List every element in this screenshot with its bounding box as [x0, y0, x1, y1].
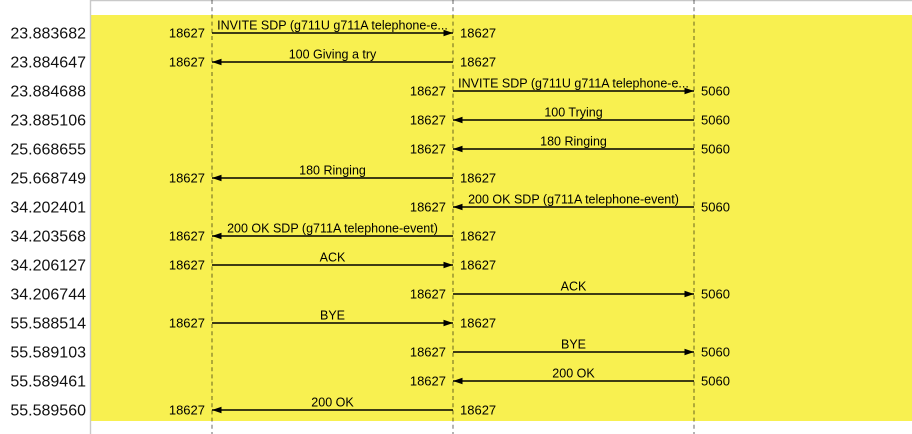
message-label: BYE: [561, 338, 586, 352]
arrowhead-icon: [443, 29, 453, 37]
timestamp-label: 55.589560: [10, 403, 86, 420]
port-label-left: 18627: [169, 403, 205, 418]
timestamp-label: 23.884688: [10, 84, 86, 101]
port-label-right: 5060: [701, 200, 730, 215]
port-label-right: 5060: [701, 84, 730, 99]
message-label: ACK: [320, 251, 346, 265]
arrowhead-icon: [453, 203, 463, 211]
port-label-left: 18627: [410, 345, 446, 360]
port-label-right: 18627: [460, 316, 496, 331]
timestamp-label: 34.203568: [10, 229, 86, 246]
arrowhead-icon: [212, 406, 222, 414]
message-row[interactable]: 25.668655 180 Ringing 18627 5060: [10, 135, 730, 159]
arrowhead-icon: [453, 145, 463, 153]
message-label: INVITE SDP (g711U g711A telephone-e...: [217, 19, 448, 33]
port-label-left: 18627: [169, 229, 205, 244]
message-row[interactable]: 55.589560 200 OK 18627 18627: [10, 396, 496, 420]
arrowhead-icon: [684, 348, 694, 356]
timestamp-label: 55.588514: [10, 316, 86, 333]
timestamp-label: 23.885106: [10, 113, 86, 130]
port-label-right: 18627: [460, 229, 496, 244]
port-label-right: 5060: [701, 287, 730, 302]
timestamp-label: 34.206744: [10, 287, 86, 304]
timestamp-label: 34.206127: [10, 258, 86, 275]
message-row[interactable]: 55.588514 BYE 18627 18627: [10, 309, 496, 333]
port-label-left: 18627: [169, 316, 205, 331]
port-label-right: 5060: [701, 374, 730, 389]
message-label: ACK: [561, 280, 587, 294]
message-row[interactable]: 23.884688 INVITE SDP (g711U g711A telepho…: [10, 77, 730, 101]
arrowhead-icon: [212, 232, 222, 240]
message-row[interactable]: 34.206127 ACK 18627 18627: [10, 251, 496, 275]
port-label-right: 18627: [460, 26, 496, 41]
message-label: 180 Ringing: [299, 164, 366, 178]
arrowhead-icon: [212, 58, 222, 66]
timestamp-label: 23.884647: [10, 55, 86, 72]
port-label-right: 5060: [701, 113, 730, 128]
arrowhead-icon: [453, 116, 463, 124]
message-row[interactable]: 55.589103 BYE 18627 5060: [10, 338, 730, 362]
message-row[interactable]: 34.202401 200 OK SDP (g711A telephone-eve…: [10, 193, 730, 217]
port-label-right: 18627: [460, 403, 496, 418]
arrowhead-icon: [684, 87, 694, 95]
port-label-right: 5060: [701, 345, 730, 360]
timestamp-label: 34.202401: [10, 200, 86, 217]
message-label: 200 OK: [311, 396, 354, 410]
timestamp-label: 25.668655: [10, 142, 86, 159]
port-label-left: 18627: [410, 84, 446, 99]
port-label-left: 18627: [410, 113, 446, 128]
port-label-left: 18627: [169, 55, 205, 70]
timestamp-label: 55.589103: [10, 345, 86, 362]
port-label-left: 18627: [410, 142, 446, 157]
port-label-left: 18627: [169, 26, 205, 41]
port-label-right: 18627: [460, 171, 496, 186]
port-label-left: 18627: [169, 171, 205, 186]
message-label: 200 OK: [552, 367, 595, 381]
message-label: BYE: [320, 309, 345, 323]
arrowhead-icon: [684, 290, 694, 298]
message-label: 100 Giving a try: [289, 48, 377, 62]
arrowhead-icon: [443, 261, 453, 269]
timestamp-label: 25.668749: [10, 171, 86, 188]
message-row[interactable]: 23.883682 INVITE SDP (g711U g711A telepho…: [10, 19, 496, 43]
port-label-right: 5060: [701, 142, 730, 157]
port-label-left: 18627: [410, 200, 446, 215]
arrowhead-icon: [212, 174, 222, 182]
port-label-left: 18627: [169, 258, 205, 273]
timestamp-label: 55.589461: [10, 374, 86, 391]
message-row[interactable]: 23.885106 100 Trying 18627 5060: [10, 106, 730, 130]
message-label: 200 OK SDP (g711A telephone-event): [227, 222, 438, 236]
arrowhead-icon: [443, 319, 453, 327]
message-row[interactable]: 34.206744 ACK 18627 5060: [10, 280, 730, 304]
message-row[interactable]: 23.884647 100 Giving a try 18627 18627: [10, 48, 496, 72]
port-label-right: 18627: [460, 55, 496, 70]
message-label: INVITE SDP (g711U g711A telephone-e...: [458, 77, 689, 91]
timestamp-label: 23.883682: [10, 26, 86, 43]
arrowhead-icon: [453, 377, 463, 385]
message-row[interactable]: 34.203568 200 OK SDP (g711A telephone-eve…: [10, 222, 496, 246]
message-row[interactable]: 25.668749 180 Ringing 18627 18627: [10, 164, 496, 188]
message-label: 100 Trying: [544, 106, 602, 120]
diagram-background: [91, 15, 912, 421]
message-row[interactable]: 55.589461 200 OK 18627 5060: [10, 367, 730, 391]
port-label-left: 18627: [410, 374, 446, 389]
port-label-left: 18627: [410, 287, 446, 302]
message-label: 180 Ringing: [540, 135, 607, 149]
port-label-right: 18627: [460, 258, 496, 273]
message-label: 200 OK SDP (g711A telephone-event): [468, 193, 679, 207]
